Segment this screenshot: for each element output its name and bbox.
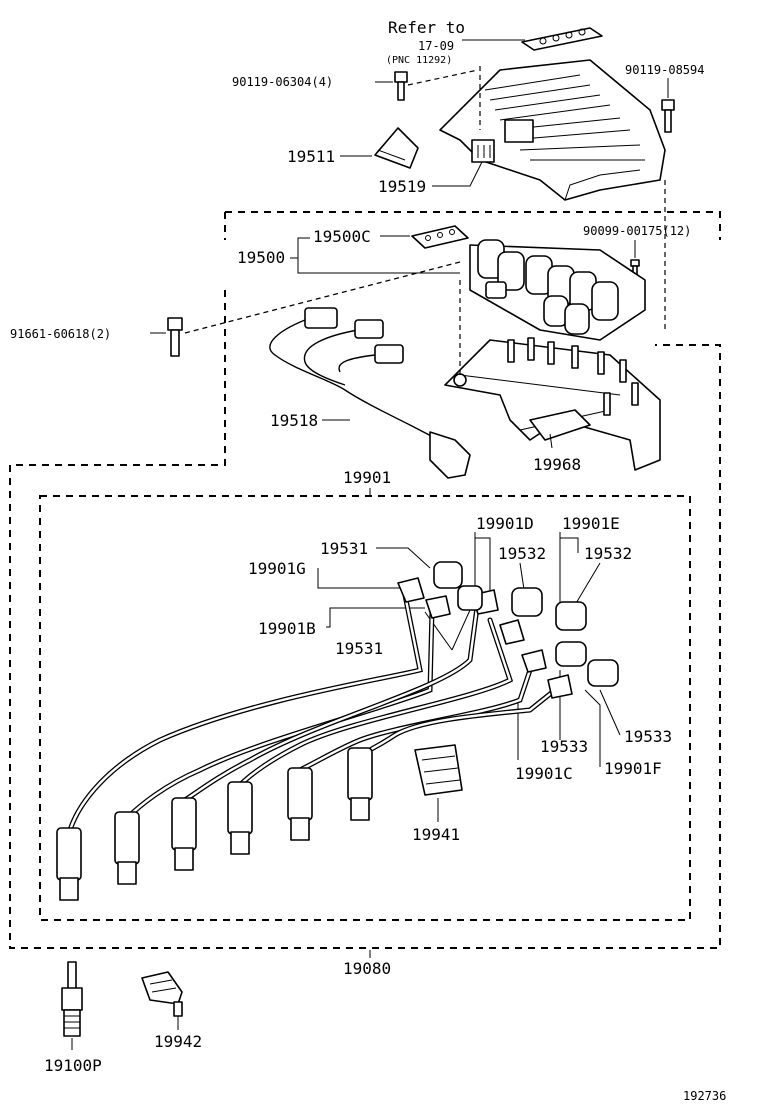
cord-boots-coil-end [397,577,573,699]
part-19901b-label: 19901B [258,619,316,638]
figure-number: 192736 [683,1089,726,1103]
part-19968-label: 19968 [533,455,581,474]
bolt-90119-06304-label: 90119-06304(4) [232,75,333,89]
bolt-90119-06304-icon [394,71,408,101]
part-19531-top-label: 19531 [320,539,368,558]
refer-section-label: 17-09 [418,39,454,53]
bolt-91661-60618-icon [167,317,183,357]
bracket-19968-icon [529,409,591,441]
part-19901c-label: 19901C [515,764,573,783]
emblem-plate-icon [521,27,603,51]
part-19511-label: 19511 [287,147,335,166]
clamp-19942-icon [141,971,183,1017]
part-19533-right-label: 19533 [624,727,672,746]
screw-90099-00175-label: 90099-00175(12) [583,224,691,238]
part-19901d-label: 19901D [476,514,534,533]
coil-caps [433,561,619,687]
clip-19519-icon [471,139,495,163]
part-19531-mid-label: 19531 [335,639,383,658]
part-19532-right-label: 19532 [584,544,632,563]
part-19500c-label: 19500C [313,227,371,246]
gasket-19500c-icon [411,225,469,249]
part-19500-label: 19500 [237,248,285,267]
part-19901e-label: 19901E [562,514,620,533]
refer-to-label: Refer to [388,18,465,37]
cord-clamp-19941-icon [414,744,463,796]
part-19942-label: 19942 [154,1032,202,1051]
refer-pnc-label: (PNC 11292) [386,55,452,66]
part-19901f-label: 19901F [604,759,662,778]
bolt-91661-60618-label: 91661-60618(2) [10,327,111,341]
spark-plug-icon [61,961,83,1037]
part-19519-label: 19519 [378,177,426,196]
part-19518-label: 19518 [270,411,318,430]
bolt-90119-08594-label: 90119-08594 [625,63,704,77]
ignition-coil-assembly [469,239,646,341]
part-19080-label: 19080 [343,959,391,978]
wire-harness-19518 [269,307,471,479]
ignition-cords [67,592,558,833]
coil-mounting-bracket [444,337,661,471]
part-19100p-label: 19100P [44,1056,102,1075]
bolt-90119-08594-icon [661,99,675,133]
part-19941-label: 19941 [412,825,460,844]
part-19533-left-label: 19533 [540,737,588,756]
part-19532-left-label: 19532 [498,544,546,563]
part-19901g-label: 19901G [248,559,306,578]
spark-plug-boots [56,747,373,901]
part-19901-label: 19901 [343,468,391,487]
ignition-coil-cover [439,59,666,201]
bracket-19511-icon [374,127,419,169]
